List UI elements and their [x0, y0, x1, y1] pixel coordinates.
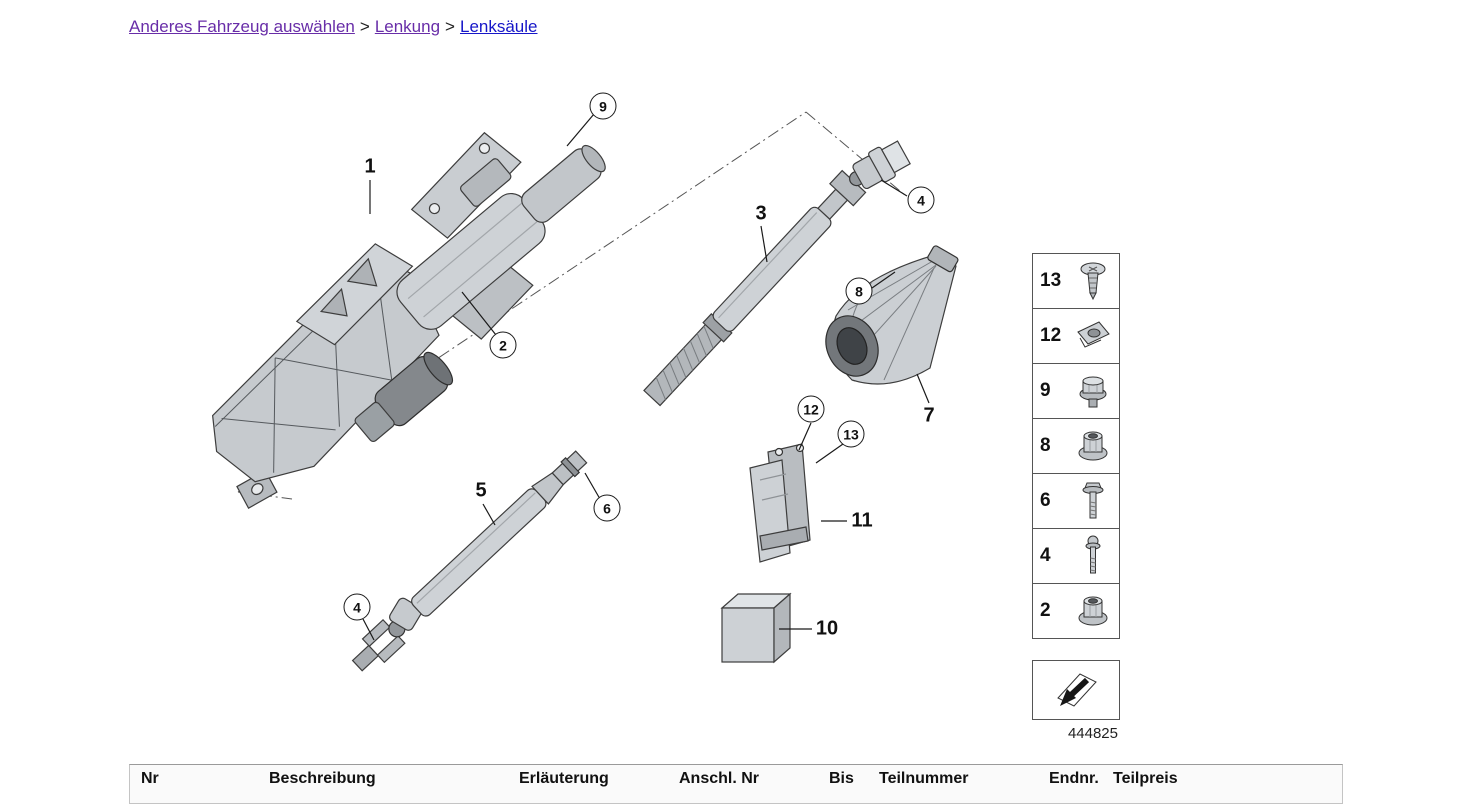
callout-11[interactable]: 11 [851, 509, 873, 532]
col-bis: Bis [829, 770, 854, 787]
lower-steering-shaft [351, 450, 588, 672]
direction-arrow-icon [1057, 673, 1097, 707]
breadcrumb-link-select-vehicle[interactable]: Anderes Fahrzeug auswählen [129, 17, 355, 36]
col-beschreibung: Beschreibung [269, 770, 376, 787]
legend-item-12[interactable]: 12 [1032, 308, 1120, 364]
steering-boot [825, 245, 959, 385]
flange-nut-icon [1078, 596, 1108, 626]
callout-9[interactable]: 9 [589, 92, 617, 120]
legend-item-6[interactable]: 6 [1032, 473, 1120, 529]
legend-number: 6 [1040, 490, 1051, 511]
legend-number: 12 [1040, 325, 1062, 346]
callout-2[interactable]: 2 [489, 331, 517, 359]
col-erlaeuterung: Erläuterung [519, 770, 609, 787]
callout-10[interactable]: 10 [815, 617, 839, 640]
col-nr: Nr [141, 770, 159, 787]
control-module [720, 592, 792, 664]
callout-5[interactable]: 5 [475, 479, 487, 502]
flange-nut-icon [1078, 431, 1108, 461]
callout-1[interactable]: 1 [364, 155, 376, 178]
callout-12[interactable]: 12 [797, 395, 825, 423]
legend-item-4[interactable]: 4 [1032, 528, 1120, 584]
fastener-legend: 13 12 9 8 [1032, 253, 1120, 742]
diagram-number: 444825 [1067, 725, 1118, 742]
col-teilnummer: Teilnummer [879, 770, 969, 787]
callout-3[interactable]: 3 [755, 202, 767, 225]
breadcrumb-link-lenksaeule[interactable]: Lenksäule [459, 17, 538, 36]
legend-item-8[interactable]: 8 [1032, 418, 1120, 474]
leader-lines [362, 113, 930, 641]
callout-6[interactable]: 6 [593, 494, 621, 522]
callout-4-lower[interactable]: 4 [343, 593, 371, 621]
callout-13[interactable]: 13 [837, 420, 865, 448]
callout-4-upper[interactable]: 4 [907, 186, 935, 214]
steering-column-assembly [212, 131, 606, 509]
steering-column-diagram [212, 111, 959, 672]
expanding-rivet-icon [1080, 262, 1106, 301]
mounting-bracket [749, 443, 811, 563]
torx-bolt-icon [1085, 535, 1101, 574]
flange-screw-icon [1079, 376, 1107, 408]
clip-nut-icon [1077, 321, 1110, 348]
breadcrumb-separator: > [445, 17, 455, 36]
callout-7[interactable]: 7 [923, 404, 935, 427]
travel-direction-box [1032, 660, 1120, 720]
col-anschl-nr: Anschl. Nr [679, 770, 760, 787]
col-endnr: Endnr. [1049, 770, 1099, 787]
legend-item-9[interactable]: 9 [1032, 363, 1120, 419]
legend-number: 4 [1040, 545, 1051, 566]
breadcrumb-link-lenkung[interactable]: Lenkung [374, 17, 441, 36]
parts-table-header: Nr Beschreibung Erläuterung Anschl. Nr B… [129, 764, 1343, 804]
legend-item-2[interactable]: 2 [1032, 583, 1120, 639]
breadcrumb-separator: > [359, 17, 370, 36]
legend-number: 9 [1040, 380, 1051, 401]
upper-steering-shaft [643, 140, 911, 407]
legend-number: 2 [1040, 600, 1051, 621]
legend-item-13[interactable]: 13 [1032, 253, 1120, 309]
parts-catalog-page: { "breadcrumb": { "separator": ">", "ite… [129, 17, 1343, 804]
legend-number: 13 [1040, 270, 1062, 291]
col-teilpreis: Teilpreis [1113, 770, 1178, 787]
callout-8[interactable]: 8 [845, 277, 873, 305]
legend-number: 8 [1040, 435, 1051, 456]
breadcrumb: Anderes Fahrzeug auswählen>Lenkung>Lenks… [129, 17, 538, 37]
hex-bolt-icon [1082, 482, 1104, 519]
